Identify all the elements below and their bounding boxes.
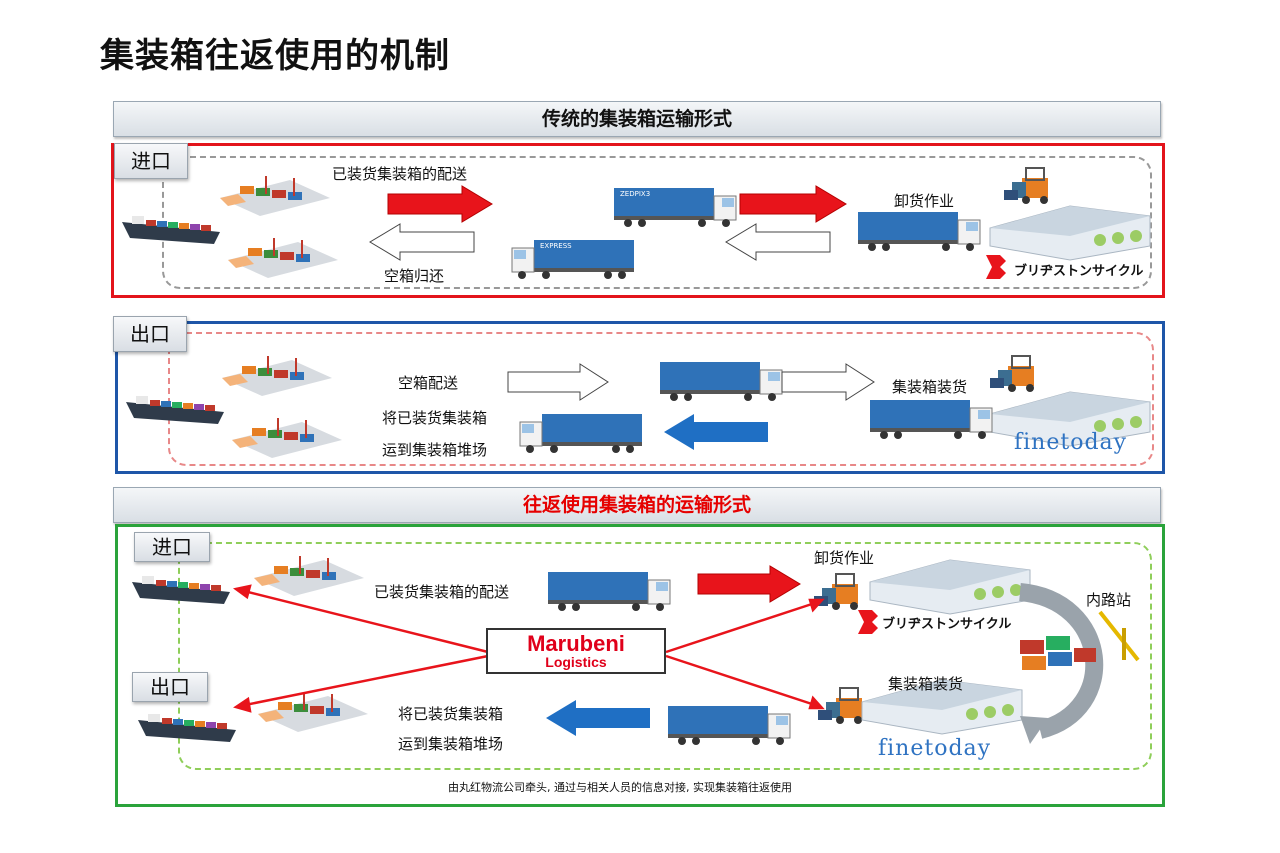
warehouse-icon — [869, 559, 1031, 615]
white-arrow-left — [725, 223, 831, 261]
roundtrip-loading-label: 集装箱装货 — [888, 675, 964, 693]
unload-label: 卸货作业 — [894, 192, 955, 210]
forklift-icon — [1003, 167, 1049, 205]
roundtrip-delivery-label: 已装货集装箱的配送 — [374, 583, 510, 601]
finetoday-logo: finetoday — [1014, 430, 1128, 455]
white-arrow-right — [781, 363, 875, 401]
truck-icon — [511, 239, 635, 280]
roundtrip-dashed-loop — [178, 542, 1152, 770]
import-tab: 进口 — [114, 143, 188, 179]
truck-icon — [547, 571, 671, 612]
transport-label-line1: 将已装货集装箱 — [382, 409, 488, 427]
container-stack-icon — [1074, 648, 1096, 662]
crane-icon — [1098, 610, 1140, 662]
port-terminal-icon — [219, 175, 331, 217]
marubeni-logistics-logo: Marubeni Logistics — [486, 628, 666, 674]
roundtrip-transport-line1: 将已装货集装箱 — [398, 705, 504, 723]
logo-line-1: Marubeni — [527, 631, 625, 656]
port-terminal-icon — [227, 237, 339, 279]
roundtrip-partner-1: ブリヂストンサイクル — [882, 616, 1012, 631]
roundtrip-finetoday-logo: finetoday — [878, 736, 992, 761]
marubeni-connectors — [233, 584, 825, 713]
warehouse-icon — [989, 205, 1151, 261]
bridgestone-logo-icon — [858, 610, 878, 634]
container-stack-icon — [1048, 652, 1072, 666]
truck-icon — [857, 211, 981, 252]
roundtrip-unload-label: 卸货作业 — [814, 549, 875, 567]
blue-arrow-left — [546, 700, 650, 736]
return-empty-label: 空箱归还 — [384, 267, 445, 285]
roundtrip-transport-line2: 运到集装箱堆场 — [398, 735, 504, 753]
bridgestone-logo-icon — [986, 255, 1006, 279]
container-stack-icon — [1022, 656, 1046, 670]
delivery-label: 已装货集装箱的配送 — [332, 165, 468, 183]
forklift-icon — [989, 355, 1035, 393]
truck-brand-text: ZEDPIX3 — [620, 190, 651, 198]
truck-icon — [667, 705, 791, 746]
ship-icon — [132, 576, 230, 604]
roundtrip-import-tab: 进口 — [134, 532, 210, 562]
roundtrip-band: 往返使用集装箱的运输形式 — [113, 487, 1161, 523]
ship-icon — [138, 714, 236, 742]
logo-line-2: Logistics — [545, 654, 607, 670]
forklift-icon — [817, 687, 863, 725]
blue-arrow-left — [664, 414, 768, 450]
red-arrow-right — [697, 565, 801, 603]
red-arrow-right — [739, 185, 847, 223]
container-loading-label: 集装箱装货 — [892, 378, 968, 396]
truck-icon — [659, 361, 783, 402]
export-dashed-loop — [168, 332, 1154, 466]
truck-express-text: EXPRESS — [540, 242, 572, 250]
empty-delivery-label: 空箱配送 — [398, 374, 459, 392]
ship-icon — [126, 396, 224, 424]
transport-label-line2: 运到集装箱堆场 — [382, 441, 488, 459]
port-terminal-icon — [253, 555, 365, 597]
partner-name: ブリヂストンサイクル — [1014, 263, 1144, 278]
white-arrow-left — [369, 223, 475, 261]
export-tab: 出口 — [113, 316, 187, 352]
traditional-band: 传统的集装箱运输形式 — [113, 101, 1161, 137]
truck-icon — [869, 399, 993, 440]
page-title: 集装箱往返使用的机制 — [100, 36, 450, 76]
footnote: 由丸红物流公司牵头, 通过与相关人员的信息对接, 实现集装箱往返使用 — [448, 781, 792, 794]
inland-station-label: 内路站 — [1086, 591, 1132, 609]
import-panel — [111, 143, 1165, 298]
red-arrow-right — [387, 185, 493, 223]
truck-icon — [519, 413, 643, 454]
port-terminal-icon — [221, 355, 333, 397]
container-stack-icon — [1020, 640, 1044, 654]
ship-icon — [122, 216, 220, 244]
export-panel — [115, 321, 1165, 474]
port-terminal-icon — [231, 417, 343, 459]
white-arrow-right — [507, 363, 609, 401]
roundtrip-export-tab: 出口 — [132, 672, 208, 702]
forklift-icon — [813, 573, 859, 611]
roundtrip-panel — [115, 524, 1165, 807]
inland-loop-arrowhead — [1020, 716, 1048, 744]
container-stack-icon — [1046, 636, 1070, 650]
